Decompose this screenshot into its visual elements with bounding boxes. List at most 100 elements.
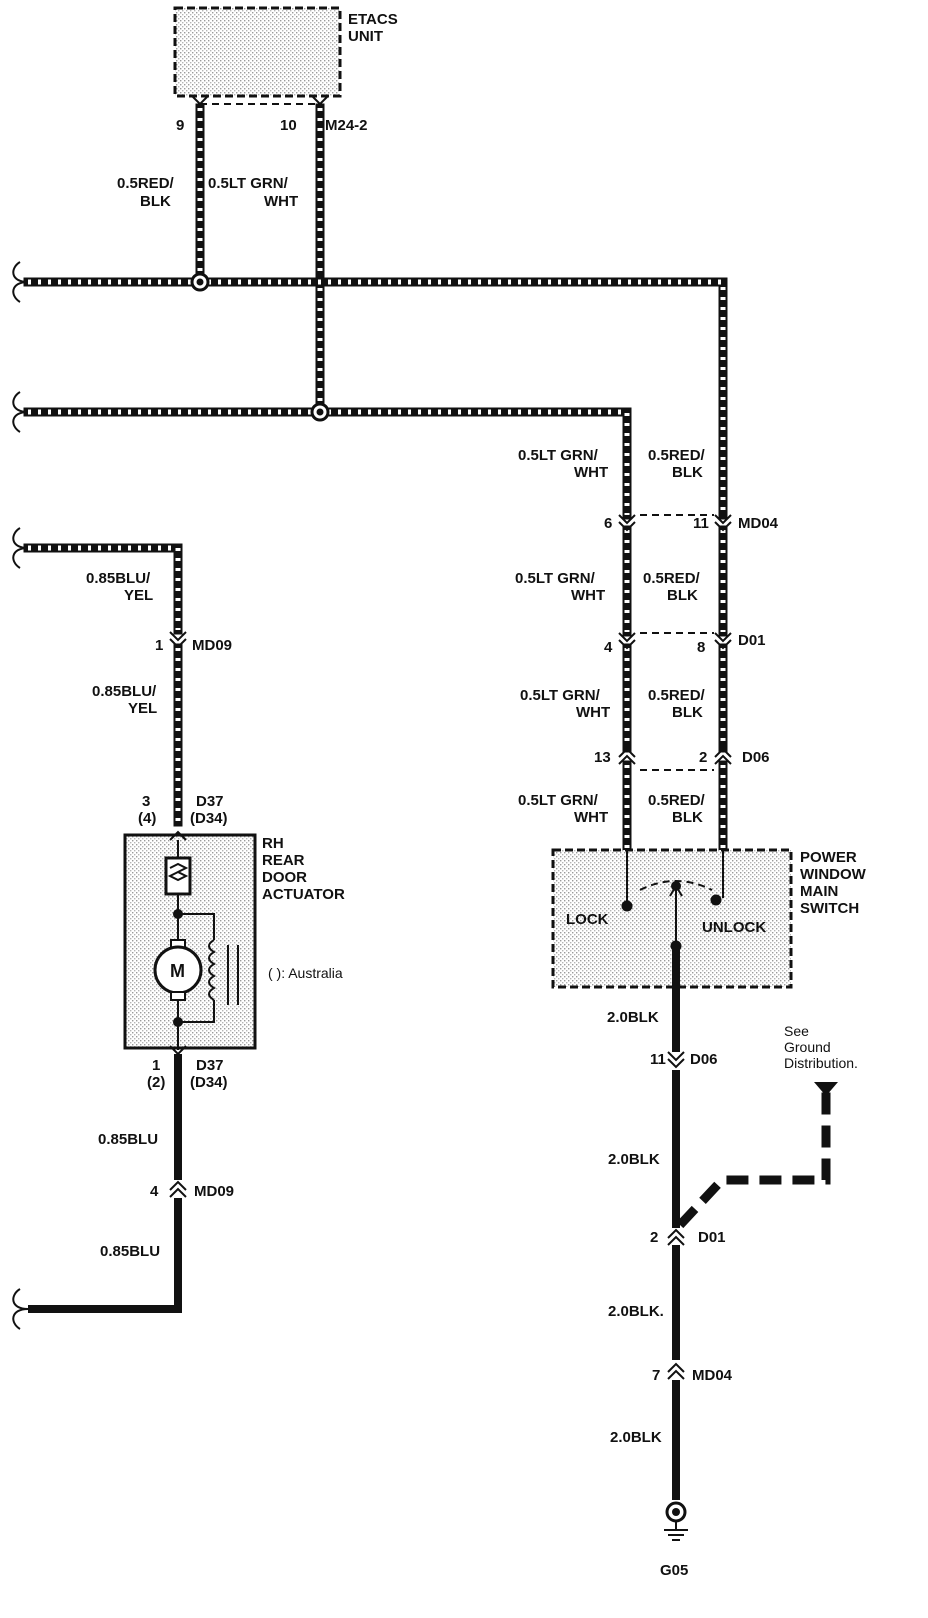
capacitor-icon xyxy=(227,945,239,1005)
wire-label-red-blk-2a: 0.5RED/ xyxy=(648,447,706,464)
wire-label-red-blk-1b: BLK xyxy=(140,193,171,210)
ground-g05-label: G05 xyxy=(660,1562,688,1579)
etacs-wire-labels: 0.5RED/ BLK 0.5LT GRN/ WHT xyxy=(117,175,298,210)
wire-label-grn-wht-2a: 0.5LT GRN/ xyxy=(518,447,599,464)
left-wire-labels: 0.85BLU/ YEL 0.85BLU/ YEL 0.85BLU 0.85BL… xyxy=(86,570,160,1260)
d06-bot-pin-11: 11 xyxy=(650,1051,666,1068)
d01-top-pin-8: 8 xyxy=(697,639,705,656)
switch-side-wire-labels: 0.5LT GRN/ WHT 0.5RED/ BLK 0.5LT GRN/ WH… xyxy=(515,447,706,826)
etacs-label-1: ETACS xyxy=(348,11,398,28)
wire-label-grn-wht-5b: WHT xyxy=(574,809,608,826)
ground-icon xyxy=(664,1521,688,1541)
actuator-label-1: RH xyxy=(262,835,284,852)
d37-top-name: D37 xyxy=(196,793,224,810)
connector-d37-bottom: 1 (2) D37 (D34) xyxy=(147,1057,228,1091)
wire-label-blu-1: 0.85BLU xyxy=(98,1131,158,1148)
md09-top-pin-1: 1 xyxy=(155,637,163,654)
d37-bot-pin-alt: (2) xyxy=(147,1074,165,1091)
etacs-pin-10: 10 xyxy=(280,117,297,134)
wire-label-grn-wht-2b: WHT xyxy=(574,464,608,481)
d37-top-pin-alt: (4) xyxy=(138,810,156,827)
wire-label-blu-yel-2a: 0.85BLU/ xyxy=(92,683,157,700)
switch-label-3: MAIN xyxy=(800,883,838,900)
wire-label-red-blk-4a: 0.5RED/ xyxy=(648,687,706,704)
wire-label-blu-yel-1a: 0.85BLU/ xyxy=(86,570,151,587)
d37-top-pin: 3 xyxy=(142,793,150,810)
md04-top-name: MD04 xyxy=(738,515,779,532)
wire-label-blu-2: 0.85BLU xyxy=(100,1243,160,1260)
d06-top-name: D06 xyxy=(742,749,770,766)
striped-wires xyxy=(23,103,728,853)
connector-d06-top: 13 2 D06 xyxy=(594,747,770,771)
actuator-label-4: ACTUATOR xyxy=(262,886,345,903)
actuator-label-3: DOOR xyxy=(262,869,307,886)
wire-label-grn-wht-3a: 0.5LT GRN/ xyxy=(515,570,596,587)
wire-label-red-blk-3b: BLK xyxy=(667,587,698,604)
connector-d37-top: 3 (4) D37 (D34) xyxy=(138,793,228,827)
d06-bot-name: D06 xyxy=(690,1051,718,1068)
wire-label-grn-wht-3b: WHT xyxy=(571,587,605,604)
d01-bot-name: D01 xyxy=(698,1229,726,1246)
etacs-pin-9-mark xyxy=(191,95,209,106)
wire-label-grn-wht-1a: 0.5LT GRN/ xyxy=(208,175,289,192)
d37-bot-pin: 1 xyxy=(152,1057,160,1074)
ground-wire: 11 D06 2 D01 7 MD04 2.0BLK 2.0BLK 2.0BLK… xyxy=(607,946,733,1500)
wire-label-gnd-1: 2.0BLK xyxy=(607,1009,659,1026)
md04-bot-pin-7: 7 xyxy=(652,1367,660,1384)
motor-label: M xyxy=(170,961,185,981)
wire-label-grn-wht-5a: 0.5LT GRN/ xyxy=(518,792,599,809)
d06-top-pin-2: 2 xyxy=(699,749,707,766)
connector-md09-top: 1 MD09 xyxy=(155,631,232,654)
connector-d01-top: 4 8 D01 xyxy=(604,632,766,656)
etacs-label-2: UNIT xyxy=(348,28,383,45)
wire-continuation-hooks xyxy=(12,261,29,1330)
d37-top-name-alt: (D34) xyxy=(190,810,228,827)
md09-top-name: MD09 xyxy=(192,637,232,654)
wire-label-grn-wht-4a: 0.5LT GRN/ xyxy=(520,687,601,704)
ground-g05: G05 xyxy=(660,1501,688,1579)
etacs-pin-9: 9 xyxy=(176,117,184,134)
switch-lock-label: LOCK xyxy=(566,911,609,928)
wire-label-grn-wht-1b: WHT xyxy=(264,193,298,210)
d01-top-name: D01 xyxy=(738,632,766,649)
switch-unlock-label: UNLOCK xyxy=(702,919,766,936)
left-solid-wire: 4 MD09 xyxy=(28,1054,234,1313)
rh-rear-door-actuator: M RH REAR DOOR ACTUATOR ( ): Australia xyxy=(123,830,345,1056)
wire-label-red-blk-3a: 0.5RED/ xyxy=(643,570,701,587)
switch-label-1: POWER xyxy=(800,849,857,866)
actuator-label-2: REAR xyxy=(262,852,305,869)
md09-bot-name: MD09 xyxy=(194,1183,234,1200)
ground-ref-label-1: See xyxy=(784,1023,809,1039)
md04-top-pin-6: 6 xyxy=(604,515,612,532)
wire-label-blu-yel-2b: YEL xyxy=(128,700,157,717)
wire-label-red-blk-5b: BLK xyxy=(672,809,703,826)
etacs-unit: ETACS UNIT 9 10 M24-2 xyxy=(173,6,398,134)
splice-points xyxy=(190,272,330,422)
connector-md04-top: 6 11 MD04 xyxy=(604,514,779,532)
ground-distribution-branch: See Ground Distribution. xyxy=(676,1023,858,1229)
md04-bot-name: MD04 xyxy=(692,1367,733,1384)
wire-label-gnd-4: 2.0BLK xyxy=(610,1429,662,1446)
md09-bot-pin-4: 4 xyxy=(150,1183,159,1200)
d01-top-pin-4: 4 xyxy=(604,639,613,656)
switch-label-2: WINDOW xyxy=(800,866,867,883)
ground-ref-arrow-icon xyxy=(814,1082,838,1096)
field-coil-icon xyxy=(208,939,216,1001)
d37-bot-name: D37 xyxy=(196,1057,224,1074)
etacs-pin-10-mark xyxy=(311,95,329,106)
d37-bot-name-alt: (D34) xyxy=(190,1074,228,1091)
d06-top-pin-13: 13 xyxy=(594,749,611,766)
wire-label-red-blk-4b: BLK xyxy=(672,704,703,721)
wire-label-red-blk-2b: BLK xyxy=(672,464,703,481)
d01-bot-pin-2: 2 xyxy=(650,1229,658,1246)
wire-label-red-blk-1a: 0.5RED/ xyxy=(117,175,175,192)
etacs-connector-m24-2: M24-2 xyxy=(325,117,368,134)
md04-top-pin-11: 11 xyxy=(693,515,709,532)
wire-label-red-blk-5a: 0.5RED/ xyxy=(648,792,706,809)
ground-ref-label-3: Distribution. xyxy=(784,1055,858,1071)
switch-label-4: SWITCH xyxy=(800,900,859,917)
wire-label-gnd-2: 2.0BLK xyxy=(608,1151,660,1168)
wire-label-grn-wht-4b: WHT xyxy=(576,704,610,721)
australia-note: ( ): Australia xyxy=(268,965,343,981)
